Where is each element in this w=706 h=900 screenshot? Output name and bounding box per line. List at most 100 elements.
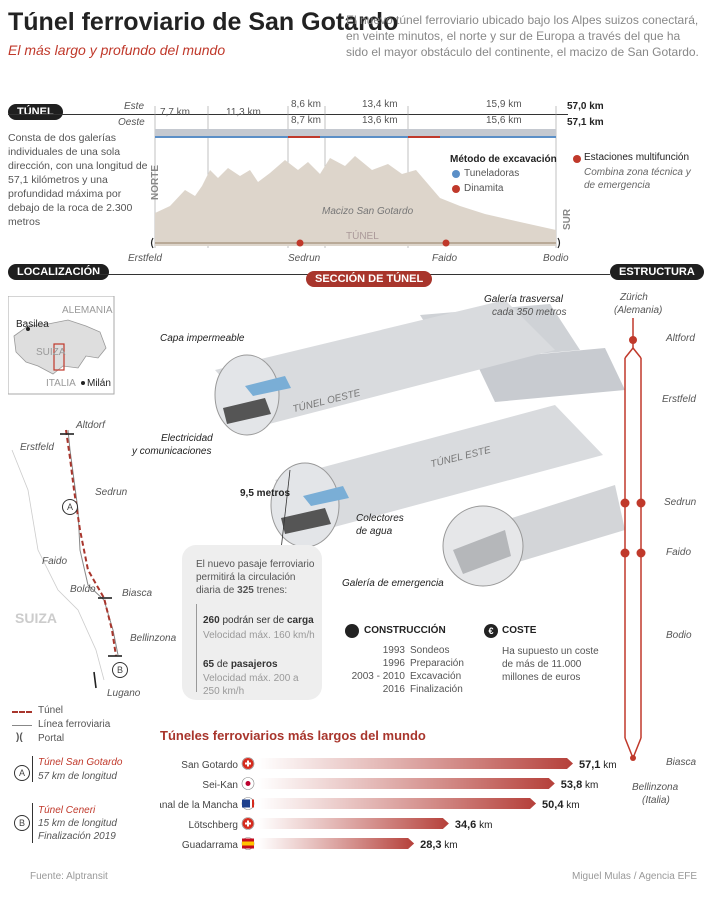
- estructura-faido: Faido: [666, 547, 692, 558]
- estructura-label: ESTRUCTURA: [610, 264, 704, 280]
- station-sedrun: [296, 239, 304, 247]
- oeste-total: 57,1 km: [567, 117, 604, 128]
- japan-sun: [245, 781, 251, 786]
- info-carga: 260 podrán ser de carga: [203, 614, 319, 627]
- callout-emergencia: Galería de emergencia: [342, 578, 444, 589]
- bar-value: 28,3 km: [420, 839, 458, 851]
- place-sedrun: Sedrun: [288, 253, 321, 264]
- footer-source: Fuente: Alptransit: [30, 871, 108, 882]
- route-lugano: Lugano: [107, 688, 141, 699]
- info-carga-num: 260: [203, 615, 220, 626]
- inset-basilea: Basilea: [16, 319, 49, 330]
- seccion-label: SECCIÓN DE TÚNEL: [306, 271, 433, 287]
- chart-title: Túneles ferroviarios más largos del mund…: [160, 728, 426, 743]
- info-box: [182, 545, 322, 700]
- route-map: [11, 429, 122, 689]
- inset-map: [8, 296, 115, 395]
- estructura-bellinzona: Bellinzona: [632, 782, 679, 793]
- bar-label: Lötschberg: [189, 820, 238, 831]
- spain-mid: [242, 841, 254, 846]
- oeste-seg-4: 13,6 km: [362, 115, 398, 126]
- info-pas-speed: Velocidad máx. 200 a 250 km/h: [203, 673, 299, 697]
- intro-text: El nuevo túnel ferroviario ubicado bajo …: [346, 13, 699, 59]
- bar-label: Canal de la Mancha: [160, 800, 238, 811]
- dinamita-dot: [452, 185, 460, 193]
- page-title: Túnel ferroviario de San Gotardo: [8, 8, 399, 36]
- info-intro-text: El nuevo pasaje ferroviario permitirá la…: [196, 559, 315, 596]
- tunel-description: Consta de dos galerías individuales de u…: [8, 132, 148, 228]
- note-b-line2: Finalización 2019: [38, 831, 116, 842]
- tunnel-bar: [155, 129, 556, 138]
- info-intro-num: 325: [237, 585, 254, 596]
- este-seg-4: 13,4 km: [362, 99, 398, 110]
- spain-top: [242, 838, 254, 842]
- route-faido: Faido: [42, 556, 68, 567]
- info-pas-num: 65: [203, 659, 215, 670]
- info-pas-pre: de: [214, 659, 231, 670]
- callout-diametro: 9,5 metros: [240, 488, 291, 499]
- legend-linea-swatch: [12, 725, 32, 726]
- bar-label: Guadarrama: [182, 840, 239, 851]
- sur-label: SUR: [562, 208, 573, 230]
- route-boldo: Boldo: [70, 584, 96, 595]
- info-carga-speed: Velocidad máx. 160 km/h: [203, 630, 315, 641]
- tunel-profile: [150, 106, 561, 249]
- swiss-cross-v: [247, 820, 249, 827]
- tunnel-section-illustration: [214, 300, 625, 587]
- route-erstfeld: Erstfeld: [20, 442, 54, 453]
- metodo-title: Método de excavación: [450, 154, 557, 165]
- callout-agua: de agua: [356, 526, 393, 537]
- construccion-event-1: Sondeos: [410, 645, 450, 656]
- tunnel-este-mouth: [270, 462, 340, 548]
- legend-portal-icon: )(: [16, 732, 23, 743]
- tunnel-oeste-mouth: [214, 354, 280, 436]
- inset-milan: Milán: [87, 378, 111, 389]
- construccion-event-4: Finalización: [410, 684, 463, 695]
- bar: [258, 818, 449, 829]
- note-b-rule: [32, 803, 33, 843]
- route-marker-b: B: [112, 662, 128, 678]
- note-a-line1: 57 km de longitud: [38, 771, 117, 782]
- estructura-erstfeld: Erstfeld: [662, 394, 696, 405]
- estaciones-title: Estaciones multifunción: [584, 152, 690, 163]
- este-seg-5: 15,9 km: [486, 99, 522, 110]
- info-pas-word: pasajeros: [230, 659, 278, 670]
- oeste-seg-3: 8,7 km: [291, 115, 322, 126]
- info-carga-word: carga: [286, 615, 314, 626]
- fr-red: [252, 799, 254, 808]
- legend-portal: Portal: [38, 733, 65, 744]
- footer-credit: Miguel Mulas / Agencia EFE: [572, 871, 698, 882]
- este-total: 57,0 km: [567, 101, 604, 112]
- info-intro-post: trenes:: [253, 585, 288, 596]
- metodo-tuneladoras: Tuneladoras: [464, 168, 520, 179]
- estructura-alemania: (Alemania): [614, 305, 663, 316]
- bar-value: 34,6 km: [455, 819, 493, 831]
- bar-label: San Gotardo: [181, 760, 238, 771]
- construccion-event-3: Excavación: [410, 671, 462, 682]
- route-country: SUIZA: [15, 610, 57, 626]
- bar-unit: km: [442, 840, 458, 851]
- note-b-marker: B: [14, 815, 30, 831]
- station-faido: [442, 239, 450, 247]
- estructura-italia: (Italia): [642, 795, 670, 806]
- note-a-name: Túnel San Gotardo: [38, 757, 123, 768]
- construccion-event-2: Preparación: [410, 658, 464, 669]
- note-a-rule: [32, 756, 33, 782]
- oeste-seg-5: 15,6 km: [486, 115, 522, 126]
- estructura-sedrun: Sedrun: [664, 497, 697, 508]
- estaciones-desc: Combina zona técnica y de emergencia: [584, 167, 691, 191]
- info-pasajeros: 65 de pasajeros: [203, 658, 319, 671]
- callout-comunicaciones: y comunicaciones: [132, 446, 212, 457]
- legend-tunel-swatch: [12, 711, 32, 713]
- bar-value: 57,1 km: [579, 759, 617, 771]
- este-seg-2: 11,3 km: [226, 107, 261, 118]
- bar-value: 50,4 km: [542, 799, 580, 811]
- este-seg-3: 8,6 km: [291, 99, 322, 110]
- swiss-cross-v: [247, 760, 249, 767]
- legend-tunel: Túnel: [38, 705, 64, 716]
- macizo-label: Macizo San Gotardo: [322, 206, 414, 217]
- callout-galeria-sub: cada 350 metros: [492, 307, 567, 318]
- mountain: [155, 156, 556, 246]
- construccion-year-2: 1996: [382, 658, 405, 669]
